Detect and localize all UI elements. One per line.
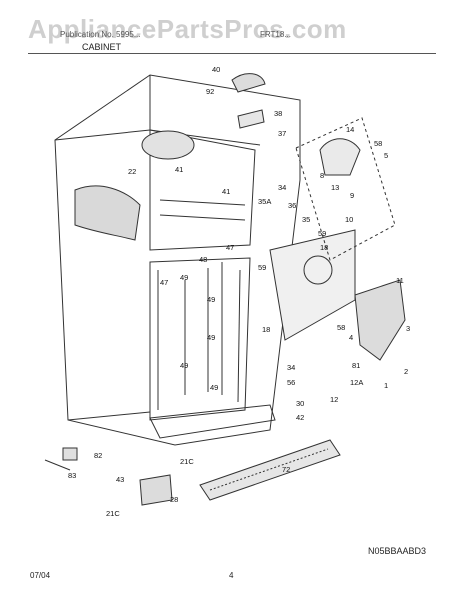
callout-label: 58	[337, 323, 345, 332]
callout-label: 59	[318, 229, 326, 238]
callout-label: 18	[262, 325, 270, 334]
callout-label: 37	[278, 129, 286, 138]
header-right-text: FRT18...	[260, 30, 291, 39]
watermark: AppliancePartsPros.com	[28, 14, 347, 44]
callout-label: 82	[94, 451, 102, 460]
callout-label: 34	[278, 183, 286, 192]
callout-label: 40	[212, 65, 220, 74]
callout-label: 83	[68, 471, 76, 480]
callout-label: 4	[349, 333, 353, 342]
callout-label: 58	[374, 139, 382, 148]
callout-labels: 40 92 38 37 14 58 5 22 41 41 8 13 9 34 3…	[68, 65, 410, 518]
callout-label: 49	[180, 273, 188, 282]
callout-label: 1	[384, 381, 388, 390]
callout-label: 47	[160, 278, 168, 287]
header-rule	[28, 53, 436, 54]
callout-label: 35	[302, 215, 310, 224]
callout-label: 59	[258, 263, 266, 272]
callout-label: 49	[207, 295, 215, 304]
callout-label: 42	[296, 413, 304, 422]
callout-label: 35A	[258, 197, 271, 206]
callout-label: 41	[222, 187, 230, 196]
callout-label: 3	[406, 324, 410, 333]
callout-label: 8	[320, 171, 324, 180]
callout-label: 28	[170, 495, 178, 504]
callout-label: 18	[320, 243, 328, 252]
callout-label: 5	[384, 151, 388, 160]
callout-label: 34	[287, 363, 295, 372]
header-left-text: Publication No. 5995...	[60, 30, 141, 39]
callout-label: 21C	[106, 509, 120, 518]
callout-label: 2	[404, 367, 408, 376]
callout-label: 21C	[180, 457, 194, 466]
page-number: 4	[229, 571, 234, 580]
callout-label: 49	[210, 383, 218, 392]
callout-label: 22	[128, 167, 136, 176]
callout-label: 30	[296, 399, 304, 408]
callout-label: 12A	[350, 378, 363, 387]
callout-label: 81	[352, 361, 360, 370]
callout-label: 72	[282, 465, 290, 474]
callout-label: 49	[180, 361, 188, 370]
callout-label: 38	[274, 109, 282, 118]
section-title: CABINET	[82, 42, 122, 52]
diagram-code: N05BBAABD3	[368, 546, 427, 556]
callout-label: 11	[396, 276, 404, 285]
callout-label: 92	[206, 87, 214, 96]
callout-label: 47	[226, 243, 234, 252]
callout-label: 48	[199, 255, 207, 264]
callout-label: 49	[207, 333, 215, 342]
callout-label: 36	[288, 201, 296, 210]
callout-label: 9	[350, 191, 354, 200]
callout-label: 10	[345, 215, 353, 224]
footer-date: 07/04	[30, 571, 51, 580]
callout-label: 43	[116, 475, 124, 484]
callout-label: 14	[346, 125, 354, 134]
callout-label: 13	[331, 183, 339, 192]
callout-label: 56	[287, 378, 295, 387]
callout-label: 41	[175, 165, 183, 174]
callout-label: 12	[330, 395, 338, 404]
